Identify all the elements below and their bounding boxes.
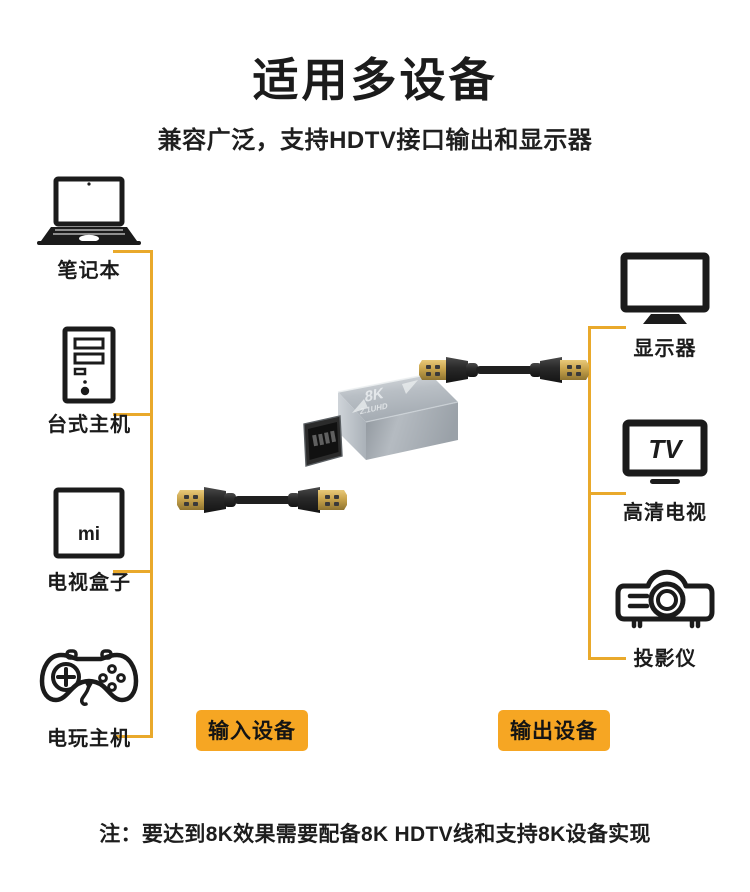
input-branch-laptop bbox=[113, 250, 153, 253]
output-device-hdtv: TV 高清电视 bbox=[590, 414, 740, 525]
laptop-icon bbox=[14, 172, 164, 250]
hdmi-cable-input bbox=[176, 478, 348, 522]
input-device-tv-box: mi 电视盒子 bbox=[14, 484, 164, 595]
tv-label-text: TV bbox=[648, 434, 684, 464]
output-branch-hdtv bbox=[588, 492, 626, 495]
hdmi-coupler-adapter: 8K 2.1UHD bbox=[282, 356, 462, 476]
monitor-icon bbox=[590, 250, 740, 328]
input-branch-console bbox=[113, 735, 153, 738]
device-label: 电玩主机 bbox=[47, 728, 131, 750]
footnote-text: 注：要达到8K效果需要配备8K HDTV线和支持8K设备实现 bbox=[99, 823, 651, 846]
device-label: 投影仪 bbox=[633, 648, 697, 670]
device-label: 笔记本 bbox=[57, 260, 121, 282]
tv-box-icon: mi bbox=[14, 484, 164, 562]
arrow-left-icon bbox=[352, 399, 368, 413]
desktop-tower-icon bbox=[14, 326, 164, 404]
projector-icon bbox=[590, 560, 740, 638]
output-branch-projector bbox=[588, 657, 626, 660]
page-subtitle: 兼容广泛，支持HDTV接口输出和显示器 bbox=[157, 127, 593, 154]
input-device-game-console: 电玩主机 bbox=[14, 640, 164, 751]
output-device-projector: 投影仪 bbox=[590, 560, 740, 671]
arrow-right-icon bbox=[402, 380, 418, 394]
device-label: 台式主机 bbox=[47, 414, 131, 436]
hdtv-icon: TV bbox=[590, 414, 740, 492]
adapter-label-8k: 8K bbox=[364, 385, 383, 406]
device-label: 高清电视 bbox=[623, 502, 707, 524]
input-connector-spine bbox=[150, 250, 153, 738]
output-branch-monitor bbox=[588, 326, 626, 329]
game-controller-icon bbox=[14, 640, 164, 718]
input-branch-tvbox bbox=[113, 570, 153, 573]
input-device-laptop: 笔记本 bbox=[14, 172, 164, 283]
output-device-monitor: 显示器 bbox=[590, 250, 740, 361]
hdmi-cable-output bbox=[418, 348, 590, 392]
input-branch-desktop bbox=[113, 413, 153, 416]
page-title: 适用多设备 bbox=[252, 54, 498, 106]
output-devices-badge: 输出设备 bbox=[498, 710, 610, 751]
mi-logo-text: mi bbox=[78, 524, 100, 545]
device-label: 电视盒子 bbox=[47, 572, 131, 594]
input-device-desktop: 台式主机 bbox=[14, 326, 164, 437]
input-devices-badge: 输入设备 bbox=[196, 710, 308, 751]
device-label: 显示器 bbox=[633, 338, 697, 360]
